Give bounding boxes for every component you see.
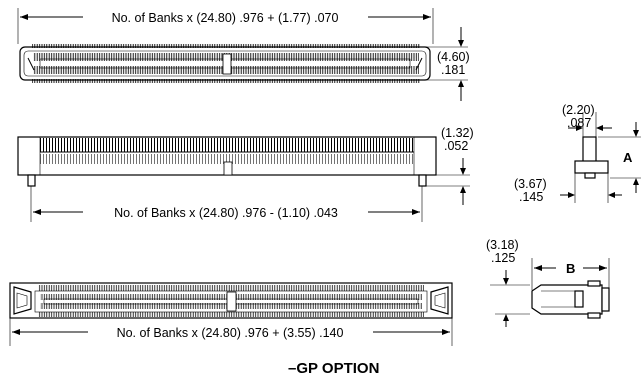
- top-view: No. of Banks x (24.80) .976 + (1.77) .07…: [17, 8, 470, 101]
- dimension-label-a: A: [623, 150, 633, 165]
- top-length-dimension: No. of Banks x (24.80) .976 + (1.77) .07…: [112, 11, 339, 25]
- top-height-in: .181: [441, 63, 465, 77]
- side-view-a: (2.20) .087 (3.67) .145 A: [514, 103, 641, 204]
- side-top-mm: (2.20): [562, 103, 595, 117]
- side2-top-in: .125: [491, 251, 515, 265]
- bottom-view: No. of Banks x (24.80) .976 + (3.55) .14…: [9, 282, 453, 346]
- middle-height-mm: (1.32): [441, 126, 474, 140]
- middle-height-in: .052: [444, 139, 468, 153]
- dimension-label-b: B: [566, 261, 575, 276]
- bottom-length-dimension: No. of Banks x (24.80) .976 + (3.55) .14…: [117, 326, 344, 340]
- side-bottom-mm: (3.67): [514, 177, 547, 191]
- side-top-in: .087: [567, 116, 591, 130]
- side-bottom-in: .145: [519, 190, 543, 204]
- middle-length-dimension: No. of Banks x (24.80) .976 - (1.10) .04…: [114, 206, 338, 220]
- front-view: (1.32) .052 No. of Banks x (24.80) .976 …: [17, 126, 474, 222]
- side-view-b: (3.18) .125 B: [486, 238, 610, 327]
- side2-top-mm: (3.18): [486, 238, 519, 252]
- top-height-mm: (4.60): [437, 50, 470, 64]
- option-caption: –GP OPTION: [288, 360, 379, 377]
